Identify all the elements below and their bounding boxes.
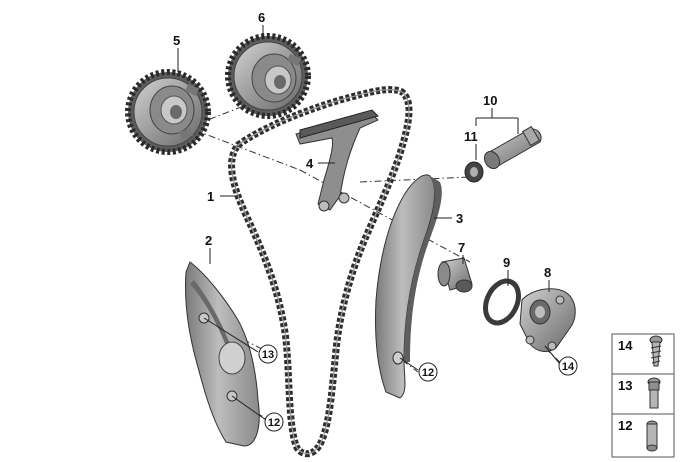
screw-plug-7 <box>437 257 473 293</box>
svg-text:14: 14 <box>562 361 575 373</box>
label-part-5: 5 <box>173 33 180 48</box>
part-labels: 5 6 4 1 2 3 7 9 8 11 10 <box>173 10 551 280</box>
sealing-ring-11 <box>464 161 484 183</box>
chain-tensioner-10 <box>483 125 542 170</box>
bolt-icon <box>647 377 661 409</box>
svg-text:13: 13 <box>262 349 274 361</box>
label-part-3: 3 <box>456 211 463 226</box>
svg-text:13: 13 <box>618 378 632 393</box>
label-part-4: 4 <box>306 156 314 171</box>
svg-text:12: 12 <box>422 367 434 379</box>
callout-14-housing: 14 <box>558 356 578 376</box>
fastener-legend: 14 13 12 <box>611 333 675 458</box>
callout-12-guide: 12 <box>264 412 284 432</box>
pin-icon <box>646 420 658 452</box>
legend-row-12: 12 <box>618 418 658 452</box>
label-part-2: 2 <box>205 233 212 248</box>
label-part-9: 9 <box>503 255 510 270</box>
camshaft-sprocket-5 <box>125 69 211 155</box>
guide-rail-2 <box>185 261 260 447</box>
label-part-6: 6 <box>258 10 265 25</box>
label-part-11: 11 <box>464 129 478 144</box>
callout-12-tension-rail: 12 <box>418 362 438 382</box>
legend-row-13: 13 <box>618 377 661 409</box>
label-part-8: 8 <box>544 265 551 280</box>
legend-row-14: 14 <box>618 335 663 367</box>
timing-chain <box>228 86 413 458</box>
o-ring-9 <box>483 278 521 326</box>
tensioner-rail-3 <box>375 174 442 399</box>
label-part-10: 10 <box>483 93 497 108</box>
label-part-7: 7 <box>458 240 465 255</box>
svg-text:12: 12 <box>618 418 632 433</box>
leader-lines <box>177 25 561 421</box>
camshaft-sprocket-6 <box>225 33 311 119</box>
svg-text:14: 14 <box>618 338 633 353</box>
label-part-1: 1 <box>207 189 214 204</box>
callout-13-guide: 13 <box>258 344 278 364</box>
svg-text:12: 12 <box>268 417 280 429</box>
screw-icon <box>649 335 663 367</box>
upper-guide-rail-4 <box>295 109 379 212</box>
housing-8 <box>519 288 576 352</box>
